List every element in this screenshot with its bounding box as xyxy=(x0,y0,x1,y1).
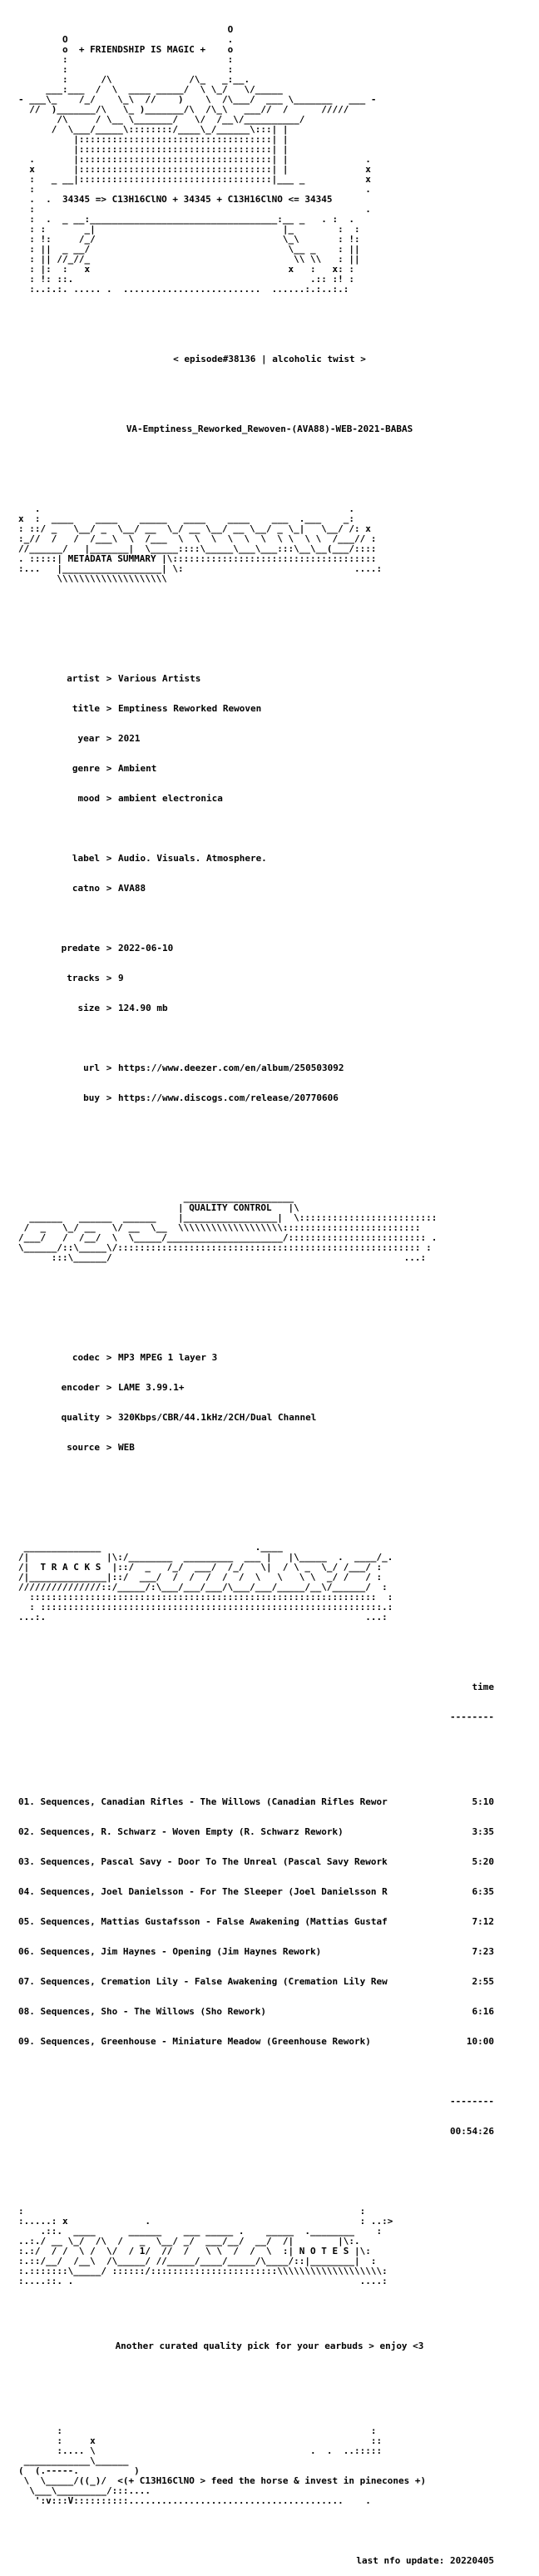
quality-key: quality xyxy=(61,1412,100,1423)
meta-row-buy: buy>https://www.discogs.com/release/2077… xyxy=(18,1093,534,1103)
discogs-link[interactable]: https://www.discogs.com/release/20770606 xyxy=(118,1092,339,1103)
meta-row-catno: catno>AVA88 xyxy=(18,884,534,894)
meta-key: artist xyxy=(67,673,100,684)
quality-key: codec xyxy=(72,1352,100,1363)
meta-key: buy xyxy=(83,1092,100,1103)
quality-row-source: source>WEB xyxy=(18,1443,534,1453)
track-title: 02. Sequences, R. Schwarz - Woven Empty … xyxy=(18,1827,344,1837)
total-time: 00:54:26 xyxy=(450,2126,494,2137)
meta-value: Emptiness Reworked Rewoven xyxy=(118,703,262,714)
track-time: 5:10 xyxy=(472,1796,495,1807)
notes-banner: : : :.....: x . : ..:> .::. ____ ______ … xyxy=(18,2206,393,2286)
time-header-rule: -------- xyxy=(450,1712,494,1722)
track-time: 5:20 xyxy=(472,1856,495,1867)
track-title: 08. Sequences, Sho - The Willows (Sho Re… xyxy=(18,2007,267,2017)
quality-control-banner: ____________________ | QUALITY CONTROL |… xyxy=(18,1192,438,1263)
meta-row-url: url>https://www.deezer.com/en/album/2505… xyxy=(18,1063,534,1073)
meta-key: tracks xyxy=(67,973,100,983)
track-title: 01. Sequences, Canadian Rifles - The Wil… xyxy=(18,1797,388,1807)
last-update: last nfo update: 20220405 xyxy=(356,2555,494,2566)
quality-value: WEB xyxy=(118,1442,135,1453)
meta-value: AVA88 xyxy=(118,883,146,894)
meta-value: ambient electronica xyxy=(118,793,223,804)
meta-key: title xyxy=(72,703,100,714)
meta-row-label: label>Audio. Visuals. Atmosphere. xyxy=(18,854,534,864)
meta-value: 2022-06-10 xyxy=(118,943,174,954)
meta-value: 9 xyxy=(118,973,124,983)
track-row: 03. Sequences, Pascal Savy - Door To The… xyxy=(18,1857,534,1867)
meta-row-tracks: tracks>9 xyxy=(18,973,534,983)
track-row: 09. Sequences, Greenhouse - Miniature Me… xyxy=(18,2037,534,2047)
meta-row-title: title>Emptiness Reworked Rewoven xyxy=(18,704,534,714)
meta-row-size: size>124.90 mb xyxy=(18,1003,534,1013)
track-time: 10:00 xyxy=(466,2036,494,2047)
meta-key: year xyxy=(77,733,101,744)
meta-key: predate xyxy=(61,943,100,954)
meta-value: Various Artists xyxy=(118,673,201,684)
meta-value: 124.90 mb xyxy=(118,1003,168,1013)
total-time-rule: -------- xyxy=(450,2096,494,2107)
meta-row-mood: mood>ambient electronica xyxy=(18,794,534,804)
track-time: 7:23 xyxy=(472,1946,495,1957)
meta-row-year: year>2021 xyxy=(18,734,534,744)
meta-key: genre xyxy=(72,763,100,774)
nfo-document: O O . o + FRIENDSHIP IS MAGIC + o : xyxy=(18,5,534,2576)
metadata-summary-banner: . . x : ____ ____ _____ ____ ____ ___ ._… xyxy=(18,503,383,584)
quality-value: MP3 MPEG 1 layer 3 xyxy=(118,1352,218,1363)
quality-fields: codec>MP3 MPEG 1 layer 3 encoder>LAME 3.… xyxy=(18,1333,534,1473)
track-title: 05. Sequences, Mattias Gustafsson - Fals… xyxy=(18,1917,388,1927)
track-row: 07. Sequences, Cremation Lily - False Aw… xyxy=(18,1977,534,1987)
track-time: 7:12 xyxy=(472,1916,495,1927)
meta-row-artist: artist>Various Artists xyxy=(18,674,534,684)
meta-row-predate: predate>2022-06-10 xyxy=(18,944,534,954)
header-ascii-art: O O . o + FRIENDSHIP IS MAGIC + o : xyxy=(18,24,377,295)
track-title: 03. Sequences, Pascal Savy - Door To The… xyxy=(18,1857,388,1867)
meta-value: Ambient xyxy=(118,763,157,774)
meta-key: url xyxy=(83,1063,100,1073)
quality-key: encoder xyxy=(61,1382,100,1393)
meta-value: 2021 xyxy=(118,733,141,744)
episode-line: < episode#38136 | alcoholic twist > xyxy=(173,354,366,364)
track-title: 04. Sequences, Joel Danielsson - For The… xyxy=(18,1887,388,1897)
track-row: 08. Sequences, Sho - The Willows (Sho Re… xyxy=(18,2007,534,2017)
track-time: 6:35 xyxy=(472,1886,495,1897)
time-column-header: time xyxy=(472,1682,495,1692)
track-time: 3:35 xyxy=(472,1826,495,1837)
notes-text: Another curated quality pick for your ea… xyxy=(115,2341,424,2351)
release-name: VA-Emptiness_Reworked_Rewoven-(AVA88)-WE… xyxy=(126,424,413,434)
quality-row-quality: quality>320Kbps/CBR/44.1kHz/2CH/Dual Cha… xyxy=(18,1413,534,1423)
track-time: 2:55 xyxy=(472,1976,495,1987)
track-row: 05. Sequences, Mattias Gustafsson - Fals… xyxy=(18,1917,534,1927)
meta-key: label xyxy=(72,853,100,864)
quality-key: source xyxy=(67,1442,100,1453)
track-row: 06. Sequences, Jim Haynes - Opening (Jim… xyxy=(18,1947,534,1957)
track-title: 07. Sequences, Cremation Lily - False Aw… xyxy=(18,1977,388,1987)
quality-value: 320Kbps/CBR/44.1kHz/2CH/Dual Channel xyxy=(118,1412,317,1423)
track-row: 04. Sequences, Joel Danielsson - For The… xyxy=(18,1887,534,1897)
quality-value: LAME 3.99.1+ xyxy=(118,1382,185,1393)
footer-ascii-art: : : : x :: :.... \ . . ..::::: _____ xyxy=(18,2425,427,2506)
track-row: 01. Sequences, Canadian Rifles - The Wil… xyxy=(18,1797,534,1807)
deezer-link[interactable]: https://www.deezer.com/en/album/25050309… xyxy=(118,1063,344,1073)
quality-row-encoder: encoder>LAME 3.99.1+ xyxy=(18,1383,534,1393)
meta-row-genre: genre>Ambient xyxy=(18,764,534,774)
meta-value: Audio. Visuals. Atmosphere. xyxy=(118,853,267,864)
track-title: 09. Sequences, Greenhouse - Miniature Me… xyxy=(18,2037,371,2047)
quality-row-codec: codec>MP3 MPEG 1 layer 3 xyxy=(18,1353,534,1363)
tracklist: 01. Sequences, Canadian Rifles - The Wil… xyxy=(18,1777,534,2067)
meta-key: mood xyxy=(77,793,101,804)
track-title: 06. Sequences, Jim Haynes - Opening (Jim… xyxy=(18,1947,322,1957)
track-row: 02. Sequences, R. Schwarz - Woven Empty … xyxy=(18,1827,534,1837)
meta-key: catno xyxy=(72,883,100,894)
metadata-fields: artist>Various Artists title>Emptiness R… xyxy=(18,654,534,1123)
track-time: 6:16 xyxy=(472,2006,495,2017)
meta-key: size xyxy=(77,1003,101,1013)
tracks-banner: ______________ .____ /| |\:/________ ___… xyxy=(18,1542,393,1622)
